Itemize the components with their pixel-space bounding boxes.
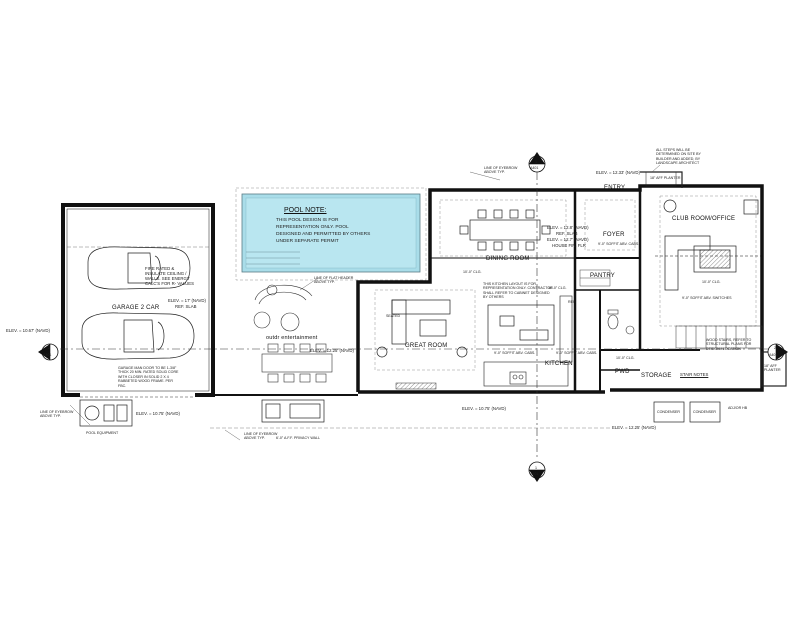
entry-elevation: ELEV. = 12.33' (NAVD): [596, 170, 640, 175]
condensers: [653, 401, 721, 423]
pantry-shelves: [579, 269, 611, 287]
house-walls: [356, 184, 764, 394]
kitchen-soffit-note-2: 9'-0" SOFFIT ABV. CABS.: [494, 351, 536, 355]
kitchen-island: [487, 304, 555, 346]
marker-right-number: 2: [774, 346, 776, 350]
section-marker-bottom: [528, 461, 546, 482]
dining-table: [459, 209, 551, 251]
pool-note-line-2: REPRESENTATION ONLY. POOL: [276, 225, 349, 230]
foyer-soffit-note: 9'-0" SOFFIT ABV. CABS.: [598, 242, 640, 246]
pool-equipment-pad: [79, 399, 133, 427]
eyebrow-note-bottom: LINE OF EYEBROW ABOVE TYP.: [244, 432, 278, 441]
foyer-zone: [584, 199, 636, 251]
powder-room-fixtures: [607, 309, 635, 335]
storage-ceiling-note: 10'-0" CLG.: [616, 356, 635, 360]
privacy-wall-note: 6'-0" A.F.F. PRIVACY WALL: [276, 436, 321, 440]
dining-ref-slab: REF. SLAB: [556, 231, 578, 236]
house-finish-floor: HOUSE FIN. FLR: [552, 243, 586, 248]
garage-elevation: ELEV. = 17' (NAVD): [168, 298, 206, 303]
room-label-dining: DINING ROOM: [486, 256, 530, 262]
pool-note-line-3: DESIGNED AND PERMITTED BY OTHERS: [276, 232, 371, 237]
kitchen-counters: [483, 295, 573, 387]
marker-bottom-number: 1: [535, 466, 537, 470]
marker-top-number: 1: [535, 160, 537, 164]
room-label-pwd: PWD: [615, 369, 630, 375]
pantry-ceiling-note: 10'-0" CLG.: [548, 286, 567, 290]
stair-notes-label: STAIR NOTES: [680, 372, 709, 377]
entry-planter: [640, 171, 683, 188]
pool-note-line-4: UNDER SEPARATE PERMIT: [276, 239, 339, 244]
pool-note-title: POOL NOTE:: [284, 207, 327, 214]
section-marker-right: [767, 343, 788, 361]
club-room-sectional: [663, 199, 759, 291]
wood-stairs-note: WOOD STAIRS, REFER TO STRUCTURAL PLANS F…: [706, 338, 752, 351]
pool-steps: [246, 251, 300, 265]
room-label-pantry: PANTRY: [590, 273, 615, 279]
dining-elevation-2: ELEV. = 12.7' (NAVD): [547, 237, 589, 242]
car-top: [87, 246, 191, 290]
fireplace-hatch: [395, 382, 437, 390]
planter-top-note: 18" AFF PLANTER: [650, 176, 681, 180]
kitchen-soffit-note: 9'-0" SOFFIT ABV. CABS.: [556, 351, 598, 355]
garage-ref-slab: REF. SLAB: [175, 304, 197, 309]
club-room-zone: [659, 195, 757, 327]
wood-stairs: [675, 325, 763, 349]
marker-top-ref: A401: [530, 166, 539, 170]
dining-ceiling-note: 10'-0" CLG.: [463, 270, 482, 274]
dining-elevation: ELEV. = 12.8' (NAVD): [547, 225, 589, 230]
garage-bottom-elevation: ELEV. = 10.75' (NAVD): [136, 411, 180, 416]
kitchen-layout-note: THIS KITCHEN LAYOUT IS FOR REPRESENTATIO…: [483, 282, 553, 300]
section-marker-top: [528, 152, 546, 173]
eyebrow-note-left: LINE OF EYEBROW ABOVE TYP.: [40, 410, 74, 419]
marker-left-number: 2: [48, 346, 50, 350]
condenser-label-1: CONDENSER: [657, 410, 680, 414]
great-room-zone: [374, 289, 476, 371]
marker-left-ref: A401: [43, 353, 52, 357]
bottom-elevation: ELEV. = 10.75' (NAVD): [462, 406, 506, 411]
eyebrow-note-top: LINE OF EYEBROW ABOVE TYP.: [484, 166, 518, 175]
outdoor-elevation: ELEV. = 12.25' (NAVD): [310, 348, 354, 353]
outdoor-seating: [253, 284, 313, 332]
car-bottom: [81, 312, 195, 360]
room-label-great-room: GREAT ROOM: [405, 343, 448, 349]
pool-equipment-label: POOL EQUIPMENT: [86, 431, 119, 435]
outdoor-dining-table: [261, 343, 333, 383]
section-marker-left: [38, 343, 59, 361]
dining-zone: [439, 199, 567, 257]
hose-bib-label: ADJ/OR HB: [728, 406, 748, 410]
garage-door-note: GARAGE MAN DOOR TO BE 1-3/8" THICK 20 MI…: [118, 366, 179, 388]
marker-bottom-ref: A401: [530, 472, 539, 476]
elevation-left: ELEV. = 10.67' (NAVD): [6, 328, 50, 333]
club-ceiling-note: 10'-0" CLG.: [702, 280, 721, 284]
bottom-right-elevation: ELEV. = 12.25' (NAVD): [612, 425, 656, 430]
pool-deck-outline: [235, 187, 427, 281]
room-label-kitchen: KITCHEN: [545, 361, 573, 367]
club-soffit-note: 9'-0" SOFFIT ABV. SWITCHES: [682, 296, 732, 300]
outdoor-kitchen: [261, 399, 325, 423]
marker-right-ref: A401: [769, 353, 778, 357]
planter-right-note: 18" AFF PLANTER: [764, 364, 781, 373]
fire-rated-note: FIRE RATED & INSULATE CEILING / WALLS. S…: [145, 266, 194, 286]
condenser-label-2: CONDENSER: [693, 410, 716, 414]
pool-inner: [245, 197, 417, 269]
room-label-club-room: CLUB ROOM/OFFICE: [672, 216, 736, 222]
room-label-entry: ENTRY: [604, 185, 626, 191]
room-label-storage: STORAGE: [641, 373, 672, 379]
flat-header-note: LINE OF FLAT HEADER ABOVE TYP.: [314, 276, 354, 285]
room-label-outdoor: outdr entertainment: [266, 335, 318, 341]
seated-label: SEATED: [386, 314, 401, 318]
room-label-foyer: FOYER: [603, 232, 625, 238]
stairs-site-note: ALL STEPS WILL BE DETERMINED ON SITE BY …: [656, 148, 701, 166]
pool-note-line-1: THIS POOL DESIGN IS FOR: [276, 218, 339, 223]
refrigerator-label: REF.: [568, 300, 576, 304]
room-label-garage: GARAGE 2 CAR: [112, 305, 160, 311]
leader-lines: [69, 164, 661, 441]
great-room-sofa: [376, 299, 468, 358]
